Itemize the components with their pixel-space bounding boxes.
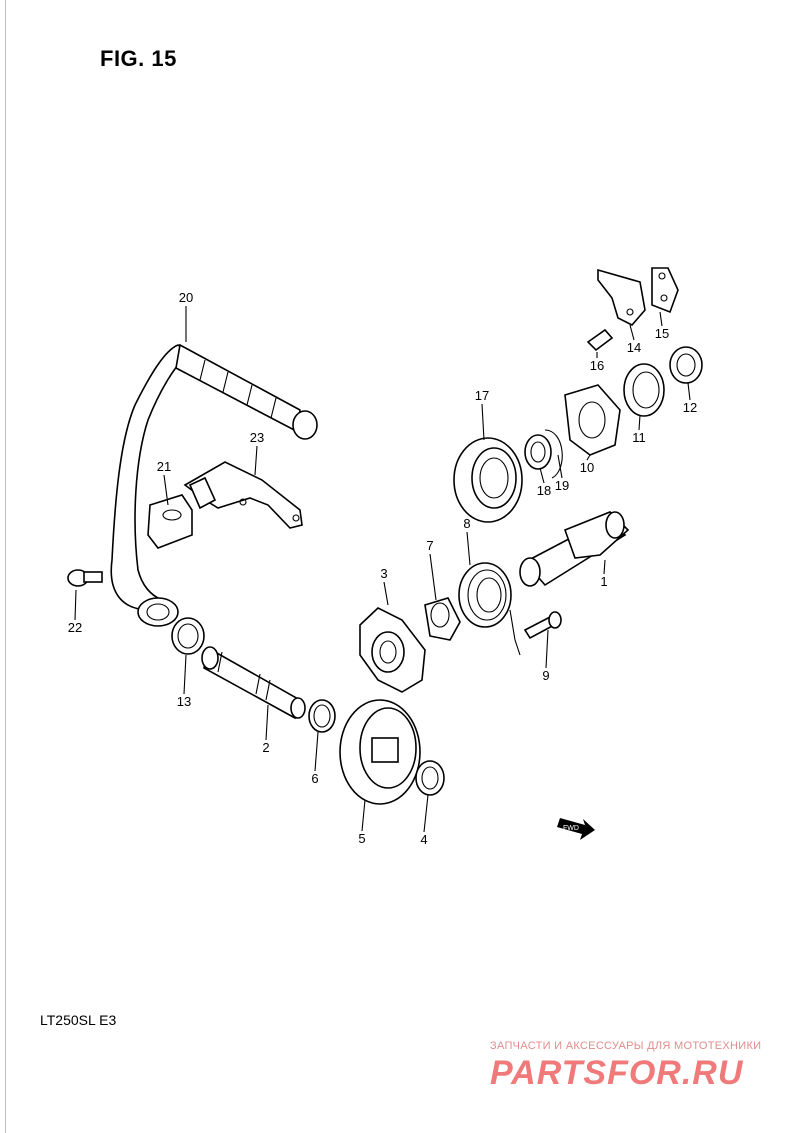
leader-line-14 bbox=[629, 324, 635, 341]
part-5-large-gear bbox=[339, 699, 421, 805]
part-7-collar bbox=[424, 597, 461, 641]
part-number-18: 18 bbox=[537, 483, 551, 498]
figure-title: FIG. 15 bbox=[100, 46, 177, 71]
part-8-spring bbox=[458, 562, 521, 656]
leader-line-3 bbox=[383, 581, 389, 606]
part-23-bracket bbox=[183, 461, 303, 529]
part-number-2: 2 bbox=[262, 740, 269, 755]
part-3-gear bbox=[359, 607, 426, 693]
part-number-19: 19 bbox=[555, 478, 569, 493]
part-9-bolt bbox=[523, 611, 562, 640]
page-border-line bbox=[5, 0, 6, 1133]
part-15-plate bbox=[651, 267, 679, 314]
part-number-23: 23 bbox=[250, 430, 264, 445]
part-16-bolt bbox=[586, 328, 614, 352]
leader-line-7 bbox=[429, 553, 437, 601]
part-12-washer bbox=[669, 346, 703, 384]
part-number-16: 16 bbox=[590, 358, 604, 373]
leader-line-6 bbox=[314, 731, 319, 772]
part-number-10: 10 bbox=[580, 460, 594, 475]
part-number-1: 1 bbox=[600, 574, 607, 589]
part-6-washer bbox=[308, 699, 336, 733]
leader-line-8 bbox=[466, 531, 471, 566]
part-number-12: 12 bbox=[683, 400, 697, 415]
part-number-6: 6 bbox=[311, 771, 318, 786]
leader-line-23 bbox=[254, 445, 258, 476]
part-number-5: 5 bbox=[358, 831, 365, 846]
part-21-cap bbox=[147, 494, 193, 549]
part-14-plate bbox=[597, 268, 646, 326]
part-number-9: 9 bbox=[542, 668, 549, 683]
part-11-spring bbox=[623, 363, 665, 417]
fwd-arrow-icon: FWD bbox=[557, 818, 595, 840]
leader-line-9 bbox=[545, 629, 549, 669]
part-number-17: 17 bbox=[475, 388, 489, 403]
part-10-ratchet bbox=[564, 384, 621, 456]
model-label: LT250SL E3 bbox=[40, 1012, 117, 1028]
part-number-11: 11 bbox=[632, 430, 646, 445]
leader-line-22 bbox=[74, 589, 77, 621]
part-number-20: 20 bbox=[179, 290, 193, 305]
part-2-kick-shaft bbox=[201, 646, 306, 720]
fwd-label: FWD bbox=[563, 825, 579, 832]
leader-line-13 bbox=[183, 654, 187, 695]
leader-line-21 bbox=[163, 474, 169, 506]
part-4-washer bbox=[415, 760, 445, 796]
leader-line-2 bbox=[265, 704, 269, 741]
part-number-14: 14 bbox=[627, 340, 641, 355]
part-13-oil-seal bbox=[171, 617, 205, 655]
part-number-22: 22 bbox=[68, 620, 82, 635]
leader-line-19 bbox=[557, 454, 563, 479]
part-number-15: 15 bbox=[655, 326, 669, 341]
part-number-3: 3 bbox=[380, 566, 387, 581]
leader-line-17 bbox=[481, 403, 485, 441]
leader-line-5 bbox=[361, 799, 366, 832]
part-number-21: 21 bbox=[157, 459, 171, 474]
part-number-4: 4 bbox=[420, 832, 427, 847]
part-number-7: 7 bbox=[426, 538, 433, 553]
leader-line-10 bbox=[586, 454, 591, 461]
leader-line-18 bbox=[539, 467, 545, 484]
part-20-kick-lever bbox=[110, 343, 318, 627]
leader-line-11 bbox=[638, 414, 641, 431]
leader-lines bbox=[74, 306, 691, 833]
leader-line-1 bbox=[603, 559, 606, 575]
leader-line-12 bbox=[687, 382, 691, 401]
part-22-bolt bbox=[67, 569, 103, 587]
part-17-ratchet-gear bbox=[453, 437, 523, 523]
part-number-8: 8 bbox=[463, 516, 470, 531]
part-number-13: 13 bbox=[177, 694, 191, 709]
leader-line-15 bbox=[659, 311, 663, 327]
part-1-shaft bbox=[519, 511, 630, 587]
watermark-logo: PARTSFOR.RU bbox=[490, 1054, 744, 1092]
part-18-19-clips bbox=[524, 429, 563, 479]
leader-line-4 bbox=[423, 794, 429, 833]
watermark-tagline: ЗАПЧАСТИ И АКСЕССУАРЫ ДЛЯ МОТОТЕХНИКИ bbox=[490, 1040, 762, 1052]
